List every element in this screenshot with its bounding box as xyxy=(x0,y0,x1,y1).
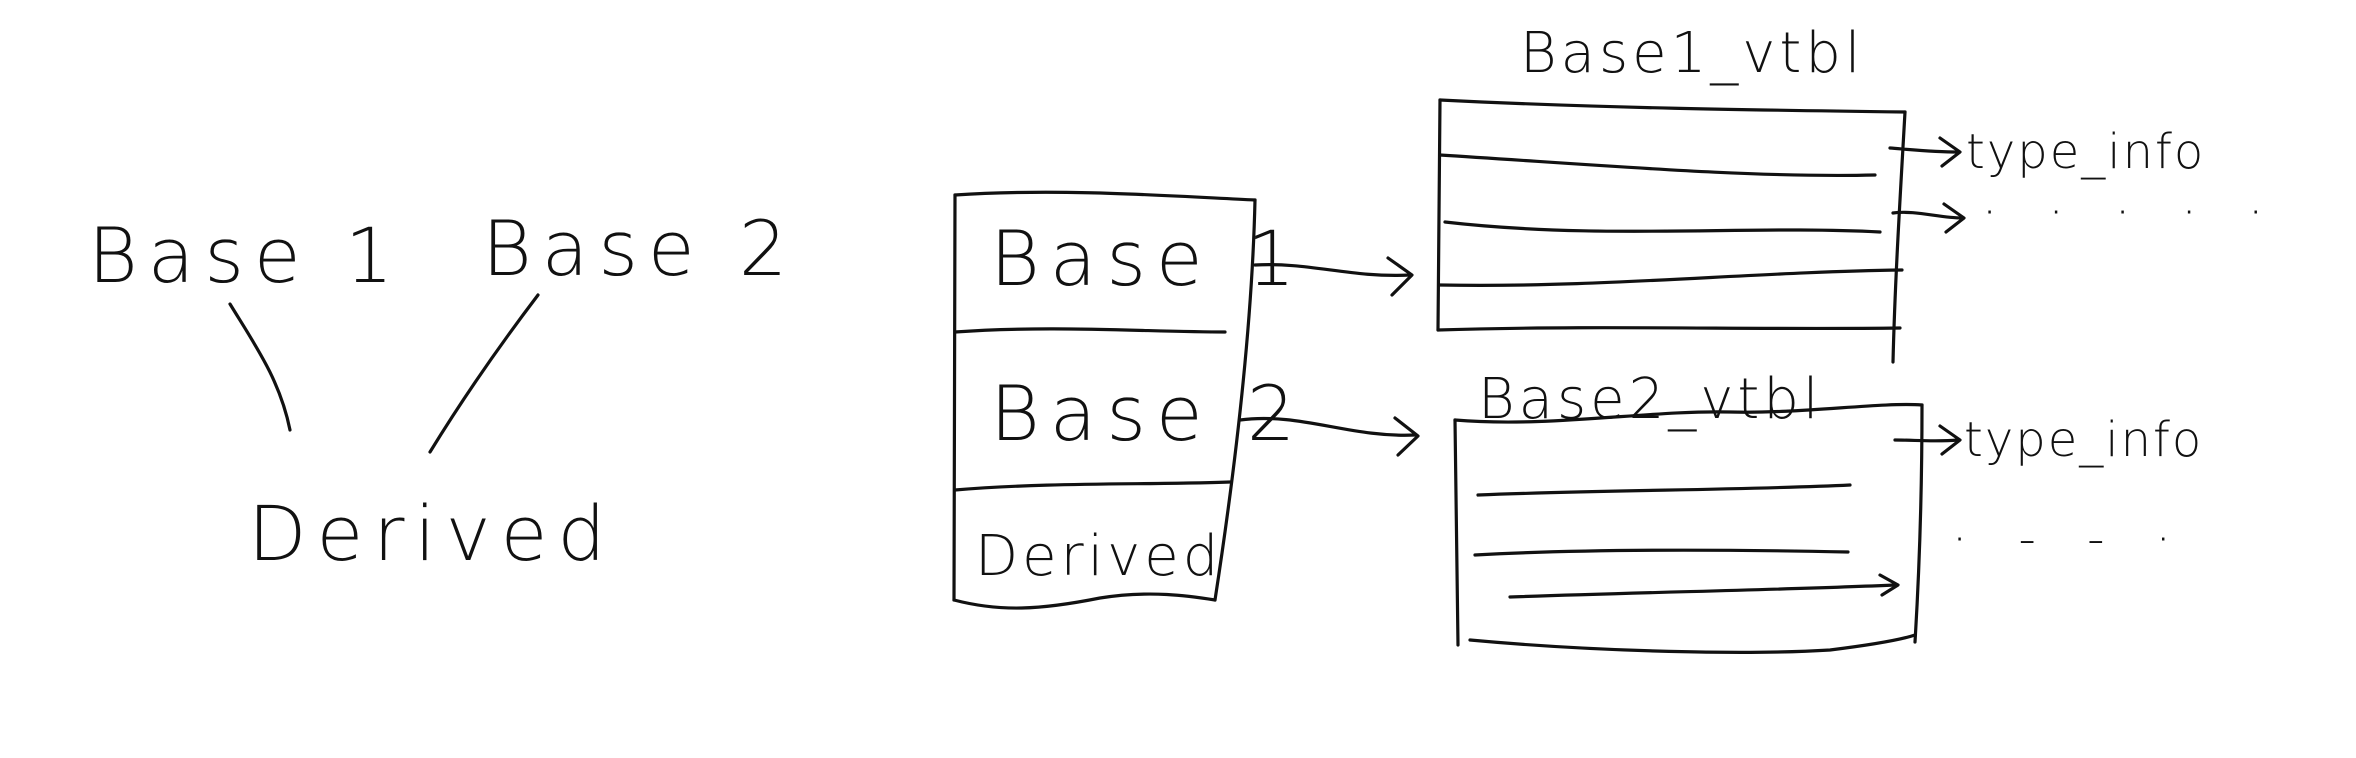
base2-typeinfo-label: type_info xyxy=(1964,412,2203,468)
vptr-arrow-base1 xyxy=(1253,263,1412,277)
inheritance-edge-base1 xyxy=(228,302,292,432)
base1-node-label: Base 1 xyxy=(88,211,403,300)
base1-typeinfo-arrow xyxy=(1888,146,1960,154)
object-box-right xyxy=(1213,198,1257,602)
hierarchy-diagram: Base 1 Base 2 Derived xyxy=(88,204,797,578)
base2-node-label: Base 2 xyxy=(482,204,797,293)
base2-vtable-top xyxy=(1453,402,1924,424)
base2-vtable: Base2_vtbl type_info · - - · xyxy=(1453,367,2203,654)
base1-vtable-bottom xyxy=(1436,326,1902,332)
base1-vtable-row-1 xyxy=(1438,153,1877,178)
base2-typeinfo-arrow xyxy=(1893,438,1960,443)
base2-vtable-bottom xyxy=(1468,633,1917,654)
base1-typeinfo-label: type_info xyxy=(1966,124,2205,180)
base1-more-arrowhead xyxy=(1942,202,1966,234)
base1-vtable-row-2 xyxy=(1443,220,1882,234)
vptr-arrow-base2 xyxy=(1238,416,1417,437)
base2-vtable-right xyxy=(1913,403,1924,644)
derived-node-label: Derived xyxy=(248,489,616,578)
vptr-arrows xyxy=(1238,256,1420,457)
base2-vtable-row-3 xyxy=(1508,583,1897,599)
object-divider-1 xyxy=(953,327,1227,334)
base2-row3-arrowhead xyxy=(1878,573,1900,597)
vptr-arrowhead-base2 xyxy=(1393,416,1420,457)
vptr-arrowhead-base1 xyxy=(1386,256,1414,297)
base1-vtable-left xyxy=(1436,98,1442,332)
base2-vtable-row-2 xyxy=(1473,548,1850,557)
base1-vtable-title: Base1_vtbl xyxy=(1520,21,1864,86)
object-divider-2 xyxy=(953,480,1232,492)
object-cell-base2: Base 2 xyxy=(990,369,1305,458)
base1-vtable-top xyxy=(1438,98,1907,114)
inheritance-edge-base2 xyxy=(428,293,540,454)
object-cell-base1: Base 1 xyxy=(990,214,1305,303)
base2-more-entries: · - - · xyxy=(1952,511,2189,567)
base1-vtable-row-3 xyxy=(1438,268,1904,287)
base1-vtable-right xyxy=(1891,110,1907,364)
object-cell-derived: Derived xyxy=(975,524,1222,589)
object-box-top xyxy=(953,190,1257,202)
object-box-left xyxy=(952,193,957,602)
derived-object-layout: Base 1 Base 2 Derived xyxy=(952,190,1305,610)
base1-vtable: Base1_vtbl type_info · · · · · xyxy=(1436,21,2281,364)
base2-vtable-left xyxy=(1453,418,1460,647)
base2-vtable-row-1 xyxy=(1476,483,1852,497)
object-box-bottom xyxy=(952,592,1217,610)
base2-typeinfo-arrowhead xyxy=(1938,424,1962,456)
base1-more-entries: · · · · · xyxy=(1982,184,2281,240)
base1-more-arrow xyxy=(1891,210,1964,220)
base1-typeinfo-arrowhead xyxy=(1938,136,1962,168)
